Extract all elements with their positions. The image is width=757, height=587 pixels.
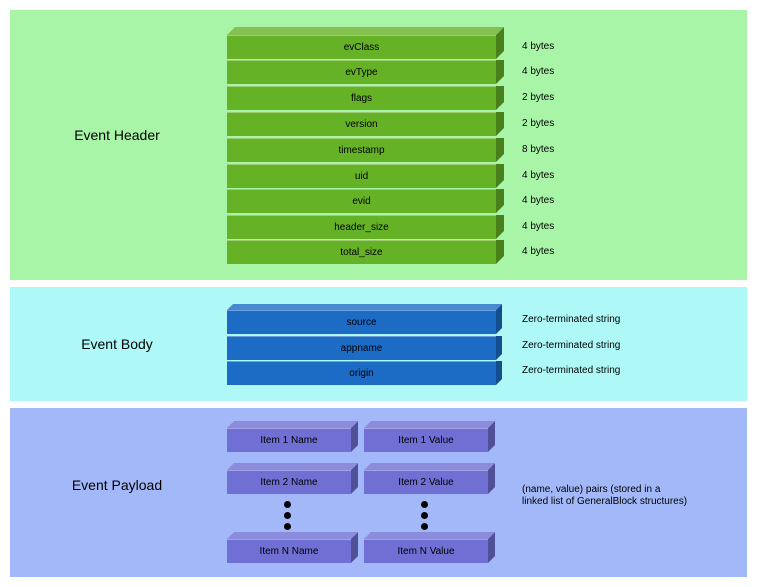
- payload-item-name: Item 2 Name: [227, 463, 358, 494]
- header-field-evid-label: evid: [227, 189, 496, 213]
- header-field-version-label: version: [227, 112, 496, 136]
- header-field-total-size-label: total_size: [227, 240, 496, 264]
- event-payload-label: Event Payload: [71, 477, 163, 493]
- header-field-size: 8 bytes: [522, 144, 555, 155]
- header-field-version: version: [227, 112, 496, 136]
- body-field-size: Zero-terminated string: [522, 340, 621, 351]
- body-field-size: Zero-terminated string: [522, 314, 621, 325]
- header-field-evType: evType: [227, 60, 496, 84]
- header-field-uid: uid: [227, 164, 496, 188]
- body-field-origin: origin: [227, 361, 496, 385]
- payload-item-value-label: Item 2 Value: [364, 470, 488, 494]
- header-field-size: 2 bytes: [522, 118, 555, 129]
- body-field-source-label: source: [227, 310, 496, 334]
- event-header-label: Event Header: [74, 127, 160, 143]
- payload-item-name-label: Item 1 Name: [227, 428, 351, 452]
- header-field-evid: evid: [227, 189, 496, 213]
- payload-item-name: Item N Name: [227, 532, 358, 563]
- header-field-timestamp: timestamp: [227, 138, 496, 162]
- body-field-appname-label: appname: [227, 336, 496, 360]
- header-field-flags: flags: [227, 86, 496, 110]
- header-field-size: 4 bytes: [522, 66, 555, 77]
- ellipsis-dot: [421, 501, 428, 508]
- event-body-label: Event Body: [81, 336, 153, 352]
- header-field-size: 2 bytes: [522, 92, 555, 103]
- header-field-size: 4 bytes: [522, 170, 555, 181]
- header-field-size: 4 bytes: [522, 221, 555, 232]
- payload-item-name-label: Item N Name: [227, 539, 351, 563]
- ellipsis-dot: [284, 512, 291, 519]
- header-field-header-size-label: header_size: [227, 215, 496, 239]
- header-field-uid-label: uid: [227, 164, 496, 188]
- header-field-size: 4 bytes: [522, 246, 555, 257]
- ellipsis-dot: [284, 523, 291, 530]
- payload-item-value: Item 1 Value: [364, 421, 495, 452]
- header-field-evType-label: evType: [227, 60, 496, 84]
- body-field-origin-label: origin: [227, 361, 496, 385]
- header-field-evClass: evClass: [227, 27, 504, 59]
- body-field-source: source: [227, 304, 502, 334]
- payload-item-value: Item N Value: [364, 532, 495, 563]
- payload-description-line2: linked list of GeneralBlock structures): [522, 496, 688, 507]
- header-field-size: 4 bytes: [522, 195, 555, 206]
- header-field-evClass-label: evClass: [227, 35, 496, 59]
- header-field-size: 4 bytes: [522, 41, 555, 52]
- header-field-total-size: total_size: [227, 240, 496, 264]
- payload-item-value-label: Item N Value: [364, 539, 488, 563]
- ellipsis-dot: [421, 512, 428, 519]
- ellipsis-dot: [421, 523, 428, 530]
- payload-item-name: Item 1 Name: [227, 421, 358, 452]
- header-field-header-size: header_size: [227, 215, 496, 239]
- header-field-timestamp-label: timestamp: [227, 138, 496, 162]
- payload-item-name-label: Item 2 Name: [227, 470, 351, 494]
- body-field-appname: appname: [227, 336, 496, 360]
- body-field-size: Zero-terminated string: [522, 365, 621, 376]
- payload-item-value: Item 2 Value: [364, 463, 495, 494]
- header-field-flags-label: flags: [227, 86, 496, 110]
- payload-item-value-label: Item 1 Value: [364, 428, 488, 452]
- ellipsis-dot: [284, 501, 291, 508]
- payload-description-line1: (name, value) pairs (stored in a: [522, 484, 661, 495]
